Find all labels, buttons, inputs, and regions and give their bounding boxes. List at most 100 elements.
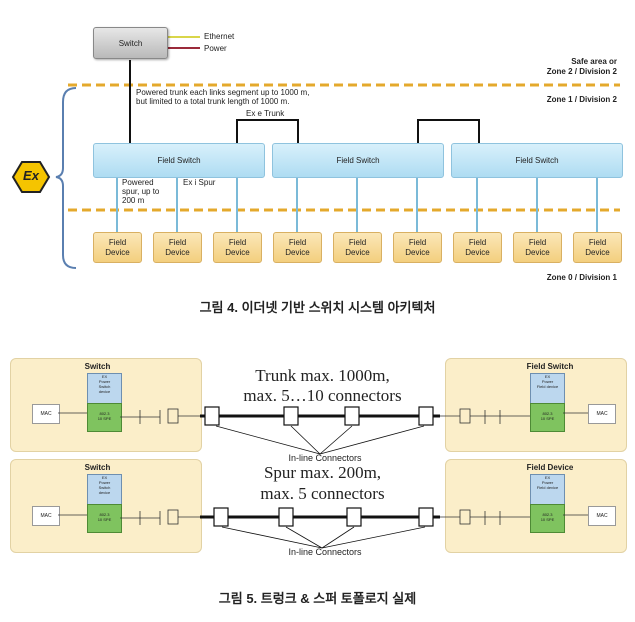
spur-note-line3: 200 m xyxy=(122,196,145,205)
spur-connector-arrows xyxy=(221,526,426,549)
ex-symbol-hexagon xyxy=(11,161,51,193)
row2-right-title: Field Device xyxy=(526,463,574,472)
field-device-text-1: Field xyxy=(588,237,607,247)
field-device-text-1: Field xyxy=(108,237,127,247)
fig4-lines xyxy=(11,36,620,269)
ex-text: device xyxy=(98,389,111,394)
field-switch-1: Field Switch xyxy=(93,143,265,178)
ethernet-legend-label: Ethernet xyxy=(204,32,235,41)
trunk-connector-arrows xyxy=(215,425,425,455)
field-device-text-1: Field xyxy=(288,237,307,247)
field-device-text-2: Device xyxy=(525,247,550,257)
ex-text: device xyxy=(98,490,111,495)
zone1-label: Zone 1 / Division 2 xyxy=(546,95,617,104)
zone0-label: Zone 0 / Division 1 xyxy=(546,273,617,282)
field-device-text-1: Field xyxy=(408,237,427,247)
main-switch: Switch xyxy=(93,27,168,59)
field-device-text-1: Field xyxy=(468,237,487,247)
ex-symbol-text: Ex xyxy=(23,168,39,183)
field-device-text-1: Field xyxy=(528,237,547,247)
hazard-zone-bracket xyxy=(55,87,77,269)
field-device-text-2: Device xyxy=(105,247,130,257)
ex-e-trunk-label: Ex e Trunk xyxy=(246,109,285,118)
trunk-text-line1: Trunk max. 1000m, xyxy=(255,366,390,385)
row2-left-title: Switch xyxy=(84,463,111,472)
field-device-text-2: Device xyxy=(225,247,250,257)
safe-area-label-1: Safe area or xyxy=(571,57,617,66)
spe-text: 802.3 xyxy=(99,411,110,416)
ex-text: Switch xyxy=(98,384,111,389)
row1-right-title: Field Switch xyxy=(526,362,574,371)
safe-area-label-2: Zone 2 / Division 2 xyxy=(546,67,617,76)
row1-inline-connectors-label: In-line Connectors xyxy=(288,453,362,463)
spur-text-line1: Spur max. 200m, xyxy=(263,463,382,482)
trunk-note-line1: Powered trunk each links segment up to 1… xyxy=(136,88,310,97)
ex-text: EX xyxy=(544,374,551,379)
spur-note-line1: Powered xyxy=(122,178,154,187)
ex-text: Power xyxy=(541,379,554,384)
ex-text: Switch xyxy=(98,485,111,490)
ex-text: Field device xyxy=(536,485,559,490)
internal-wiring xyxy=(58,408,588,525)
fig5-wiring xyxy=(58,406,588,549)
spe-block: 802.3 10 SPE xyxy=(87,403,122,432)
trunk-note-line2: but limited to a total trunk length of 1… xyxy=(136,97,290,106)
field-switch-2: Field Switch xyxy=(272,143,444,178)
spe-text: 10 SPE xyxy=(540,517,555,522)
spur-text-line2: max. 5 connectors xyxy=(260,484,385,503)
field-device-text-1: Field xyxy=(348,237,367,247)
mac-block: MAC xyxy=(588,506,616,526)
mac-block: MAC xyxy=(588,404,616,424)
field-device-text-2: Device xyxy=(465,247,490,257)
spur-lines xyxy=(116,176,598,232)
trunk-line-fs2-fs3 xyxy=(417,119,480,143)
fig4-caption: 그림 4. 이더넷 기반 스위치 시스템 아키텍처 xyxy=(199,300,436,315)
field-device-text-2: Device xyxy=(345,247,370,257)
ex-i-spur-label: Ex i Spur xyxy=(183,178,216,187)
spe-block: 802.3 10 SPE xyxy=(87,504,122,533)
fig5-caption: 그림 5. 트렁크 & 스퍼 토폴로지 실제 xyxy=(218,591,417,606)
spe-text: 802.3 xyxy=(542,512,553,517)
ex-e-trunk-line xyxy=(236,119,299,143)
power-legend-label: Power xyxy=(204,44,227,53)
spe-text: 802.3 xyxy=(99,512,110,517)
field-device-text-2: Device xyxy=(285,247,310,257)
spe-text: 10 SPE xyxy=(97,416,112,421)
ex-power-field-block: EX Power Field device xyxy=(530,373,565,405)
row1-left-title: Switch xyxy=(84,362,111,371)
trunk-connectors xyxy=(204,406,434,426)
ex-power-field-block: EX Power Field device xyxy=(530,474,565,506)
ex-power-switch-block: EX Power Switch device xyxy=(87,373,122,405)
spur-note-line2: spur, up to xyxy=(122,187,160,196)
ex-text: Power xyxy=(98,379,111,384)
field-device-text-2: Device xyxy=(165,247,190,257)
spe-text: 10 SPE xyxy=(97,517,112,522)
spur-connectors xyxy=(213,507,434,527)
field-device-text-2: Device xyxy=(585,247,610,257)
ex-text: Power xyxy=(541,480,554,485)
spe-text: 10 SPE xyxy=(540,416,555,421)
ex-text: EX xyxy=(101,374,108,379)
ex-text: EX xyxy=(544,475,551,480)
spe-block: 802.3 10 SPE xyxy=(530,403,565,432)
field-device-text-1: Field xyxy=(168,237,187,247)
spe-text: 802.3 xyxy=(542,411,553,416)
field-switch-3: Field Switch xyxy=(451,143,623,178)
trunk-text-line2: max. 5…10 connectors xyxy=(243,386,402,405)
field-device-text-1: Field xyxy=(228,237,247,247)
row2-inline-connectors-label: In-line Connectors xyxy=(288,547,362,557)
ex-text: EX xyxy=(101,475,108,480)
mac-block: MAC xyxy=(32,404,60,424)
mac-block: MAC xyxy=(32,506,60,526)
ex-text: Power xyxy=(98,480,111,485)
spe-block: 802.3 10 SPE xyxy=(530,504,565,533)
